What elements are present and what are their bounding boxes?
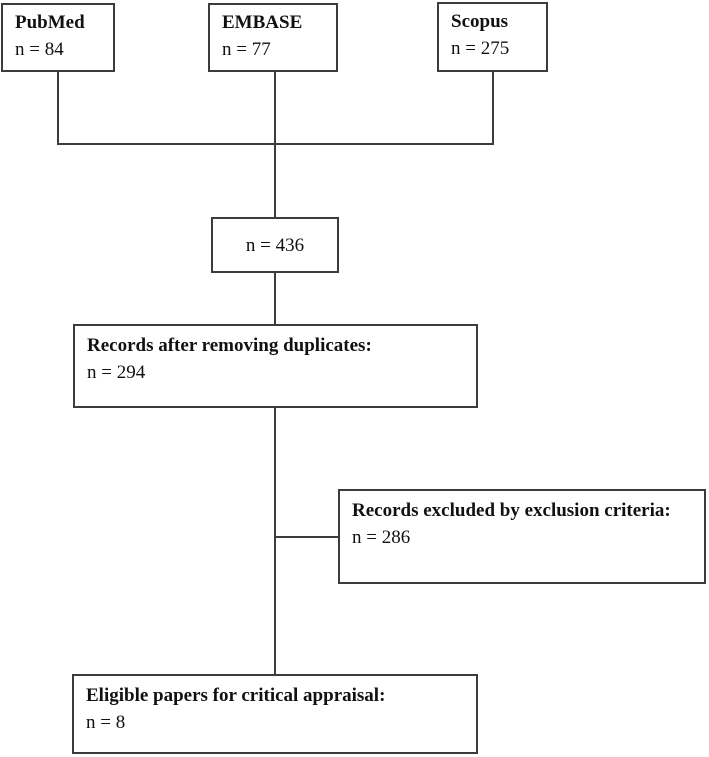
box-title: Eligible papers for critical appraisal: [86, 685, 386, 706]
flow-box-embase: EMBASE n = 77 [208, 3, 338, 72]
connector-pubmed-to-merge [57, 72, 59, 145]
connector-scopus-to-merge [492, 72, 494, 145]
box-title: Records excluded by exclusion criteria: [352, 500, 671, 521]
connector-merge-horizontal [57, 143, 494, 145]
box-count: n = 294 [87, 362, 146, 383]
flow-box-duplicates-removed: Records after removing duplicates: n = 2… [73, 324, 478, 408]
flow-box-records-excluded: Records excluded by exclusion criteria: … [338, 489, 706, 584]
box-count: n = 77 [222, 39, 271, 60]
box-count: n = 84 [15, 39, 64, 60]
box-count: n = 436 [245, 234, 305, 256]
flow-box-scopus: Scopus n = 275 [437, 2, 548, 72]
flow-box-pubmed: PubMed n = 84 [1, 3, 115, 72]
connector-branch-to-excluded [274, 536, 338, 538]
box-count: n = 8 [86, 712, 126, 733]
connector-duplicates-to-eligible [274, 408, 276, 674]
flow-box-eligible-papers: Eligible papers for critical appraisal: … [72, 674, 478, 754]
box-count: n = 275 [451, 38, 510, 59]
connector-merged-to-duplicates [274, 273, 276, 324]
box-count: n = 286 [352, 527, 411, 548]
box-title: PubMed [15, 12, 85, 33]
flow-box-merged-records: n = 436 [211, 217, 339, 273]
box-title: EMBASE [222, 12, 303, 33]
box-title: Records after removing duplicates: [87, 335, 372, 356]
box-title: Scopus [451, 11, 509, 32]
